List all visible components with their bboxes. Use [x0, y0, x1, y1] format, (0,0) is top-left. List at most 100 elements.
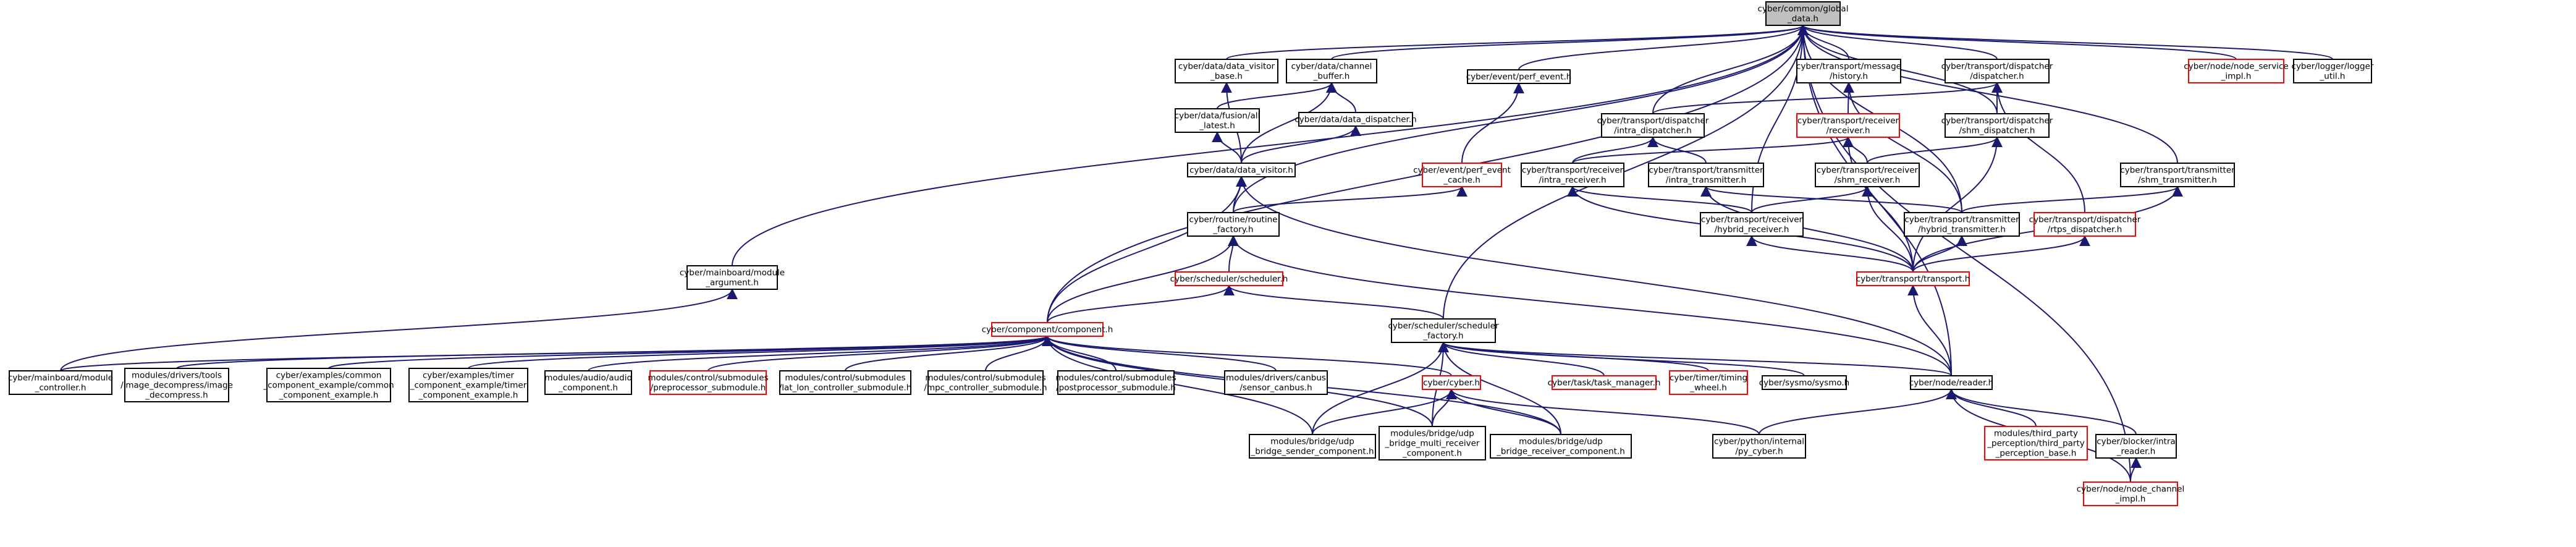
node-chan-buf[interactable]: cyber/data/channel_buffer.h [1286, 59, 1377, 83]
node-shm-tx[interactable]: cyber/transport/transmitter/shm_transmit… [2120, 163, 2235, 187]
node-logger-util[interactable]: cyber/logger/logger_util.h [2292, 59, 2374, 83]
node-hybrid-tx[interactable]: cyber/transport/transmitter/hybrid_trans… [1904, 212, 2020, 237]
node-label-line: _bridge_multi_receiver [1385, 439, 1480, 449]
node-scheduler[interactable]: cyber/scheduler/scheduler.h [1170, 271, 1288, 286]
node-canbus[interactable]: modules/drivers/canbus/sensor_canbus.h [1224, 370, 1328, 395]
node-mb-controller[interactable]: cyber/mainboard/module_controller.h [8, 370, 113, 395]
edge-hybrid_tx-to-msg_hist [1843, 82, 1962, 213]
node-mainboard-arg[interactable]: cyber/mainboard/module_argument.h [680, 265, 785, 290]
node-intra-disp[interactable]: cyber/transport/dispatcher/intra_dispatc… [1597, 113, 1709, 138]
node-shm-rcv[interactable]: cyber/transport/receiver/shm_receiver.h [1815, 163, 1920, 187]
node-reader[interactable]: cyber/node/reader.h [1909, 375, 1994, 390]
node-box [1490, 434, 1632, 459]
node-img-decomp[interactable]: modules/drivers/tools/image_decompress/i… [120, 368, 233, 402]
node-data-visitor[interactable]: cyber/data/data_visitor.h [1187, 163, 1296, 177]
node-label-line: modules/drivers/canbus [1226, 373, 1326, 383]
node-label-line: cyber/blocker/intra [2097, 437, 2176, 447]
node-ex-common[interactable]: cyber/examples/common_component_example/… [263, 368, 394, 402]
node-label-line: cyber/transport/receiver [1522, 166, 1624, 176]
node-svc-impl[interactable]: cyber/node/node_service_impl.h [2184, 59, 2289, 83]
node-rcv-base[interactable]: cyber/transport/receiver/receiver.h [1796, 113, 1900, 138]
node-box [1552, 375, 1657, 390]
node-box [927, 370, 1044, 395]
node-label-line: cyber/data/data_dispatcher.h [1294, 115, 1416, 125]
node-label-line: _perception_base.h [1995, 449, 2077, 459]
edge-reader-to-routine_factory [1228, 235, 1952, 376]
node-py-cyber[interactable]: cyber/python/internal/py_cyber.h [1712, 434, 1806, 459]
node-label-line: cyber/mainboard/module [8, 373, 113, 383]
node-box [1175, 271, 1283, 286]
node-label-line: _base.h [1210, 72, 1243, 82]
node-label-line: cyber/scheduler/scheduler [1388, 321, 1498, 331]
node-audio-comp[interactable]: modules/audio/audio_component.h [544, 370, 632, 395]
node-sysmo[interactable]: cyber/sysmo/sysmo.h [1759, 375, 1849, 390]
node-vis-base[interactable]: cyber/data/data_visitor_base.h [1175, 59, 1278, 83]
node-udp-recv[interactable]: modules/bridge/udp_bridge_receiver_compo… [1490, 434, 1632, 459]
edge-ex_timer-to-component [468, 335, 1053, 369]
node-cyber-h[interactable]: cyber/cyber.h [1422, 375, 1481, 390]
node-msg-hist[interactable]: cyber/transport/message/history.h [1796, 59, 1901, 83]
node-label-line: cyber/transport/dispatcher [1941, 62, 2053, 72]
node-hybrid-rcv[interactable]: cyber/transport/receiver/hybrid_receiver… [1700, 212, 1804, 237]
edge-intra_disp-to-dispatcher [1652, 82, 2003, 114]
node-sched-factory[interactable]: cyber/scheduler/scheduler_factory.h [1388, 318, 1499, 343]
node-dispatcher[interactable]: cyber/transport/dispatcher/dispatcher.h [1941, 59, 2053, 83]
node-label-line: _decompress.h [145, 391, 208, 401]
edge-py_cyber-to-cyber_h [1446, 388, 1760, 435]
node-intra-rcv[interactable]: cyber/transport/receiver/intra_receiver.… [1521, 163, 1624, 187]
node-label-line: cyber/transport/transmitter [1649, 166, 1763, 176]
node-chan-impl[interactable]: cyber/node/node_channel_impl.h [2077, 481, 2185, 506]
edge-mainboard_arg-to-root [732, 24, 1809, 266]
node-routine-factory[interactable]: cyber/routine/routine_factory.h [1187, 212, 1280, 237]
edge-data_visitor-to-data_disp [1241, 125, 1361, 164]
node-box [1856, 271, 1970, 286]
edge-canbus-to-component [1042, 335, 1277, 371]
node-udp-multi[interactable]: modules/bridge/udp_bridge_multi_receiver… [1379, 426, 1486, 460]
node-transport[interactable]: cyber/transport/transport.h [1856, 271, 1970, 286]
node-all-latest[interactable]: cyber/data/fusion/all_latest.h [1175, 108, 1261, 133]
node-intra-tx[interactable]: cyber/transport/transmitter/intra_transm… [1648, 163, 1764, 187]
node-box [1984, 426, 2088, 460]
node-label-line: /hybrid_receiver.h [1715, 225, 1789, 235]
node-component[interactable]: cyber/component/component.h [982, 322, 1113, 337]
node-ex-timer[interactable]: cyber/examples/timer_component_example/t… [408, 368, 528, 402]
edge-mb_controller-to-mainboard_arg [60, 288, 738, 371]
node-intra-reader[interactable]: cyber/blocker/intra_reader.h [2095, 434, 2177, 459]
node-label-line: cyber/transport/transmitter [2120, 166, 2235, 176]
node-label-line: modules/control/submodules [1055, 373, 1176, 383]
edge-task_mgr-to-sched_factory [1438, 341, 1605, 376]
node-latlon[interactable]: modules/control/submodules/lat_lon_contr… [779, 370, 912, 395]
edge-sysmo-to-sched_factory [1438, 341, 1805, 376]
node-label-line: _util.h [2320, 72, 2346, 82]
edge-hybrid_tx-to-intra_tx [1700, 185, 1962, 213]
node-box [266, 368, 391, 402]
node-label-line: _factory.h [1212, 225, 1253, 235]
node-label-line: _data.h [1787, 14, 1818, 24]
node-label-line: cyber/logger/logger [2292, 62, 2374, 72]
edge-chan_impl-to-root [1797, 24, 2131, 483]
node-label-line: cyber/transport/dispatcher [1941, 116, 2053, 126]
node-label-line: cyber/examples/timer [423, 371, 515, 381]
node-preproc[interactable]: modules/control/submodules/preprocessor_… [648, 370, 769, 395]
node-task-mgr[interactable]: cyber/task/task_manager.h [1548, 375, 1661, 390]
node-udp-sender[interactable]: modules/bridge/udp_bridge_sender_compone… [1249, 434, 1376, 459]
node-third-party[interactable]: modules/third_party_perception/third_par… [1984, 426, 2088, 460]
node-data-disp[interactable]: cyber/data/data_dispatcher.h [1294, 112, 1417, 127]
node-postproc[interactable]: modules/control/submodules/postprocessor… [1055, 370, 1176, 395]
node-rtps-disp[interactable]: cyber/transport/dispatcher/rtps_dispatch… [2029, 212, 2141, 237]
node-perf-cache[interactable]: cyber/event/perf_event_cache.h [1413, 163, 1511, 187]
node-perf-event[interactable]: cyber/event/perf_event.h [1466, 69, 1572, 84]
edge-data_visitor-to-chan_buf [1241, 82, 1337, 164]
node-box [1057, 370, 1175, 395]
node-shm-disp[interactable]: cyber/transport/dispatcher/shm_dispatche… [1941, 113, 2053, 138]
node-mpc[interactable]: modules/control/submodules/mpc_controlle… [924, 370, 1047, 395]
node-label-line: cyber/data/fusion/all [1175, 111, 1261, 121]
node-box [1249, 434, 1376, 459]
node-timing-wheel[interactable]: cyber/timer/timing_wheel.h [1669, 370, 1748, 395]
node-label-line: /shm_transmitter.h [2138, 176, 2217, 185]
node-box [1175, 108, 1260, 133]
edge-intra_reader-to-reader [1946, 388, 2137, 435]
node-label-line: /hybrid_transmitter.h [1918, 225, 2006, 235]
node-label-line: cyber/transport/message [1796, 62, 1901, 72]
